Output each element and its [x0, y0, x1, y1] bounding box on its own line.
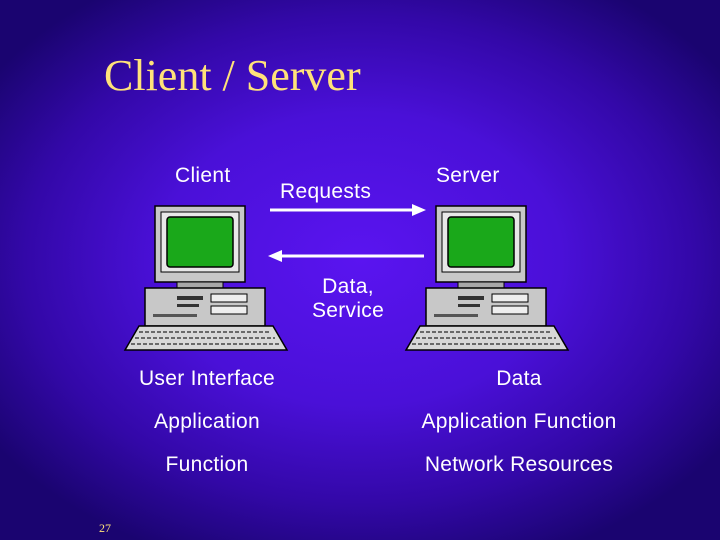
client-label: Client [175, 164, 231, 187]
client-computer-icon [123, 205, 289, 351]
page-number: 27 [99, 521, 111, 535]
slide-title: Client / Server [104, 51, 361, 100]
requests-label: Requests [280, 180, 372, 203]
data-service-arrow-icon [268, 250, 424, 262]
requests-arrow-icon [270, 204, 426, 216]
server-computer-icon [404, 205, 570, 351]
client-role-function: Function [165, 453, 249, 476]
client-role-user-interface: User Interface [138, 367, 276, 390]
server-label: Server [436, 164, 500, 187]
client-role-application: Application [153, 410, 261, 433]
server-role-data: Data [496, 367, 542, 390]
data-service-line-1: Data, [322, 275, 374, 298]
data-service-label: Data, Service [300, 275, 396, 323]
data-service-line-2: Service [311, 299, 385, 322]
server-role-network-resources: Network Resources [424, 453, 614, 476]
server-role-application-function: Application Function [421, 410, 617, 433]
